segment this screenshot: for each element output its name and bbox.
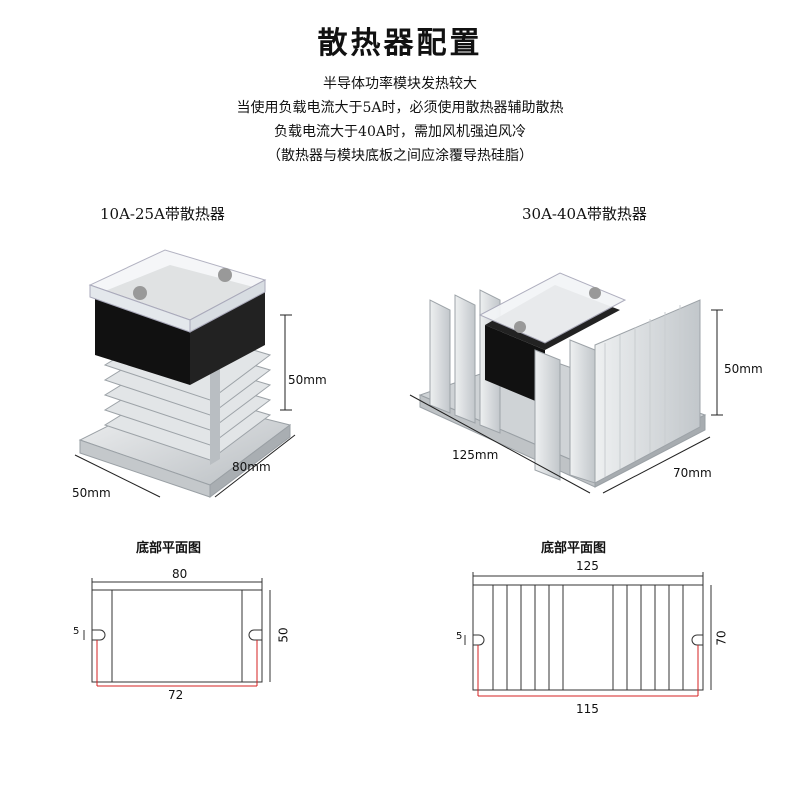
left-length-dim: 80mm (232, 460, 271, 474)
right-bottom-plan (464, 572, 712, 697)
right-plan-bottom-dim: 115 (576, 702, 599, 716)
left-caption: 10A-25A带散热器 (100, 205, 225, 223)
page-title: 散热器配置 (317, 26, 483, 61)
right-plan-slot-dim: 5 (456, 631, 463, 642)
left-plan-side-dim: 50 (276, 627, 291, 643)
right-width-dim: 70mm (673, 466, 712, 480)
right-plan-top-dim: 125 (576, 559, 599, 573)
intro-line: （散热器与模块底板之间应涂覆导热硅脂） (267, 148, 533, 164)
intro-line: 负载电流大于40A时，需加风机强迫风冷 (274, 124, 526, 140)
right-plan-side-dim: 70 (714, 630, 729, 646)
left-height-dim: 50mm (288, 373, 327, 387)
right-height-dim: 50mm (724, 362, 763, 376)
right-caption: 30A-40A带散热器 (522, 205, 647, 223)
right-heatsink-illustration (409, 272, 723, 494)
left-bottom-plan (83, 578, 271, 687)
intro-text: 半导体功率模块发热较大 当使用负载电流大于5A时，必须使用散热器辅助散热 负载电… (0, 72, 800, 168)
left-width-dim: 50mm (72, 486, 111, 500)
left-plan-top-dim: 80 (172, 567, 188, 581)
right-plan-title: 底部平面图 (541, 541, 607, 556)
left-plan-slot-dim: 5 (73, 626, 80, 637)
right-length-dim: 125mm (452, 448, 499, 462)
left-plan-title: 底部平面图 (136, 541, 202, 556)
left-plan-bottom-dim: 72 (168, 688, 184, 702)
intro-line: 半导体功率模块发热较大 (323, 76, 477, 92)
left-heatsink-illustration (74, 249, 296, 498)
intro-line: 当使用负载电流大于5A时，必须使用散热器辅助散热 (236, 100, 564, 116)
